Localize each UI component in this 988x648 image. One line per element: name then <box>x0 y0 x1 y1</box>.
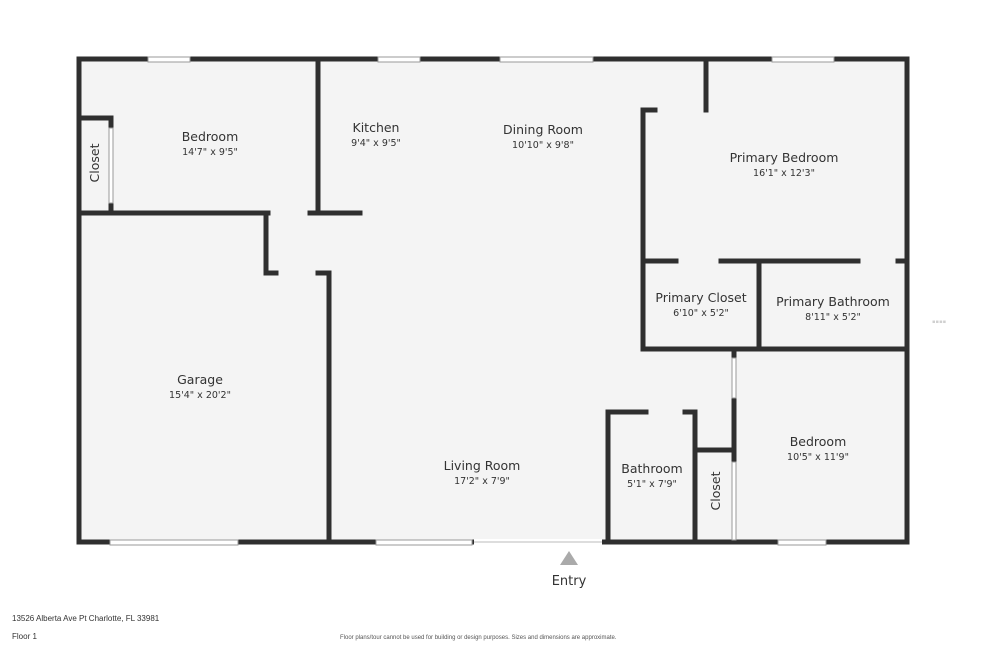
room-garage: Garage 15'4" x 20'2" <box>169 372 231 401</box>
room-closet-1: Closet <box>87 143 102 182</box>
room-dimensions: 9'4" x 9'5" <box>351 138 401 149</box>
window <box>771 56 835 63</box>
room-dimensions: 15'4" x 20'2" <box>169 390 231 401</box>
window <box>109 539 239 546</box>
room-dining-room: Dining Room 10'10" x 9'8" <box>503 122 583 151</box>
window <box>499 56 594 63</box>
room-dimensions: 17'2" x 7'9" <box>454 476 510 487</box>
room-name: Primary Closet <box>655 290 746 305</box>
room-name: Bathroom <box>621 461 682 476</box>
floor-label: Floor 1 <box>12 632 37 641</box>
room-bathroom: Bathroom 5'1" x 7'9" <box>621 461 682 490</box>
disclaimer-text: Floor plans/tour cannot be used for buil… <box>340 635 617 641</box>
window <box>108 127 114 204</box>
property-address: 13526 Alberta Ave Pt Charlotte, FL 33981 <box>12 614 160 623</box>
windows <box>108 56 835 546</box>
entry-label: Entry <box>552 574 587 589</box>
window <box>777 539 827 546</box>
room-name: Garage <box>177 372 223 387</box>
watermark-logo: ▪▪▪▪ <box>932 317 947 328</box>
room-bedroom-1: Bedroom 14'7" x 9'5" <box>182 129 239 158</box>
room-name: Primary Bedroom <box>730 150 839 165</box>
entry-arrow-icon <box>560 551 578 565</box>
room-dimensions: 14'7" x 9'5" <box>182 147 238 158</box>
room-name: Primary Bathroom <box>776 294 890 309</box>
room-name: Kitchen <box>353 120 400 135</box>
room-name: Bedroom <box>182 129 239 144</box>
room-dimensions: 8'11" x 5'2" <box>805 312 861 323</box>
room-dimensions: 6'10" x 5'2" <box>673 308 729 319</box>
window <box>147 56 191 63</box>
room-living-room: Living Room 17'2" x 7'9" <box>444 458 521 487</box>
room-dimensions: 10'5" x 11'9" <box>787 452 849 463</box>
room-primary-bathroom: Primary Bathroom 8'11" x 5'2" <box>776 294 890 323</box>
room-dimensions: 5'1" x 7'9" <box>627 479 677 490</box>
room-dimensions: 10'10" x 9'8" <box>512 140 574 151</box>
floor-area <box>79 59 907 542</box>
room-name: Living Room <box>444 458 521 473</box>
room-primary-bedroom: Primary Bedroom 16'1" x 12'3" <box>730 150 839 179</box>
window <box>377 56 421 63</box>
room-name: Closet <box>87 143 102 182</box>
window <box>375 539 473 546</box>
room-dimensions: 16'1" x 12'3" <box>753 168 815 179</box>
room-name: Dining Room <box>503 122 583 137</box>
room-closet-2: Closet <box>708 471 723 510</box>
window <box>731 357 737 399</box>
room-kitchen: Kitchen 9'4" x 9'5" <box>351 120 401 149</box>
room-name: Bedroom <box>790 434 847 449</box>
room-primary-closet: Primary Closet 6'10" x 5'2" <box>655 290 746 319</box>
window <box>731 461 737 541</box>
room-bedroom-2: Bedroom 10'5" x 11'9" <box>787 434 849 463</box>
room-name: Closet <box>708 471 723 510</box>
